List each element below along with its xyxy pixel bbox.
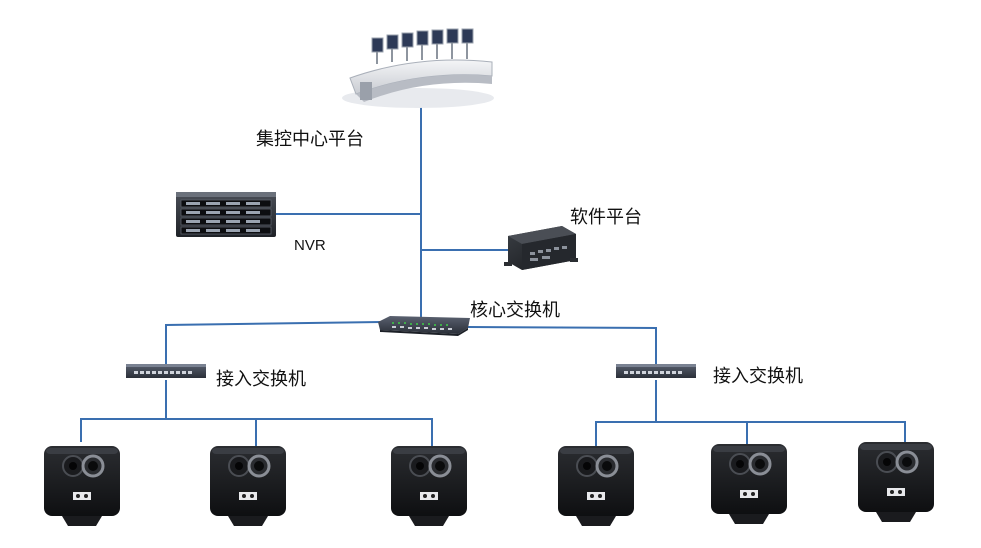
network-links [80,97,906,446]
network-camera-icon [858,442,934,522]
network-camera-icon [391,446,467,526]
nvr-server-icon [176,192,276,237]
network-camera-icon [210,446,286,526]
network-camera-icon [711,444,787,524]
network-camera-icon [558,446,634,526]
control-center-label: 集控中心平台 [256,129,364,150]
network-switch-icon [616,364,696,378]
link-core-to-right-access [467,326,657,366]
access-switch-left-label: 接入交换机 [216,369,306,390]
camera-group [44,442,934,526]
software-platform-label: 软件平台 [570,207,642,228]
rack-switch-icon [378,316,470,336]
core-switch-label: 核心交换机 [470,300,560,321]
network-switch-icon [126,364,206,378]
nvr-label: NVR [294,237,326,254]
access-switch-right-label: 接入交换机 [713,366,803,387]
control-room-console-icon [342,28,494,108]
link-right-camera-bus [595,421,906,446]
embedded-box-pc-icon [504,226,578,270]
link-core-to-left-access [165,321,382,366]
network-camera-icon [44,446,120,526]
